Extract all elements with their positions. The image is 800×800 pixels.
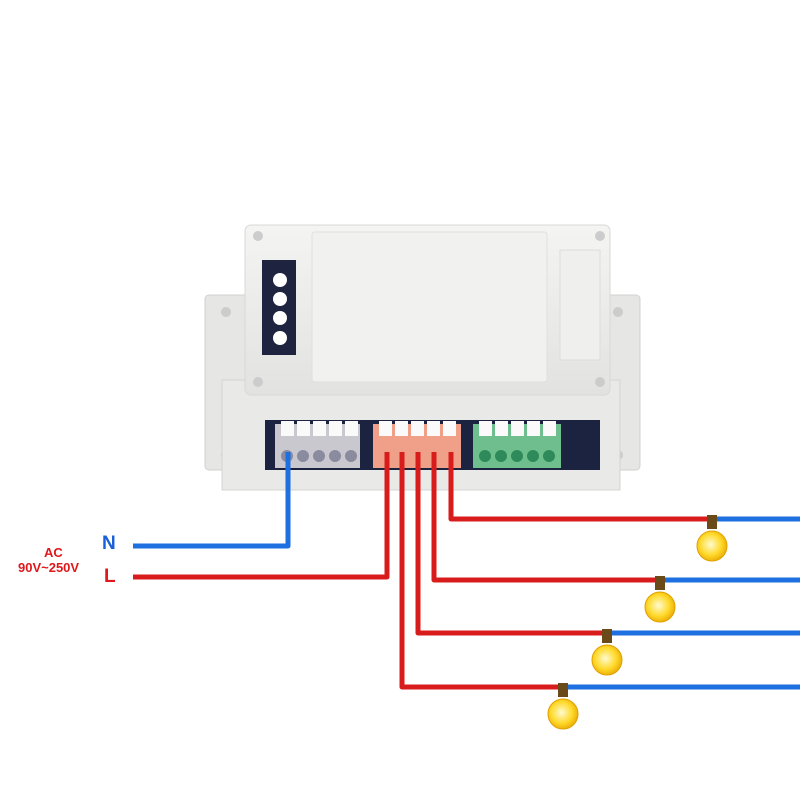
output-wire-4	[399, 452, 559, 690]
relay-module	[204, 224, 641, 491]
ac-label: AC	[44, 545, 63, 560]
neutral-label: N	[102, 533, 116, 554]
screw-hole-icon	[253, 231, 263, 241]
screw-hole-icon	[595, 377, 605, 387]
button-3[interactable]	[273, 311, 287, 325]
button-2[interactable]	[273, 292, 287, 306]
screw-hole-icon	[253, 377, 263, 387]
output-wire-3	[415, 452, 603, 636]
output-wire-2	[431, 452, 656, 583]
button-4[interactable]	[273, 331, 287, 345]
label-slot	[559, 249, 601, 361]
neutral-wire	[133, 452, 291, 549]
screw-hole-icon	[595, 231, 605, 241]
output-wire-1	[448, 452, 708, 522]
lightbulb-icon	[591, 629, 623, 676]
mount-hole-icon	[221, 307, 231, 317]
live-label: L	[104, 566, 116, 587]
live-wire	[133, 452, 390, 580]
mount-hole-icon	[613, 307, 623, 317]
voltage-label: 90V~250V	[18, 560, 80, 575]
button-1[interactable]	[273, 273, 287, 287]
lightbulb-icon	[696, 515, 728, 562]
lightbulb-icon	[644, 576, 676, 623]
lightbulb-icon	[547, 683, 579, 730]
lid-recess	[311, 231, 548, 383]
